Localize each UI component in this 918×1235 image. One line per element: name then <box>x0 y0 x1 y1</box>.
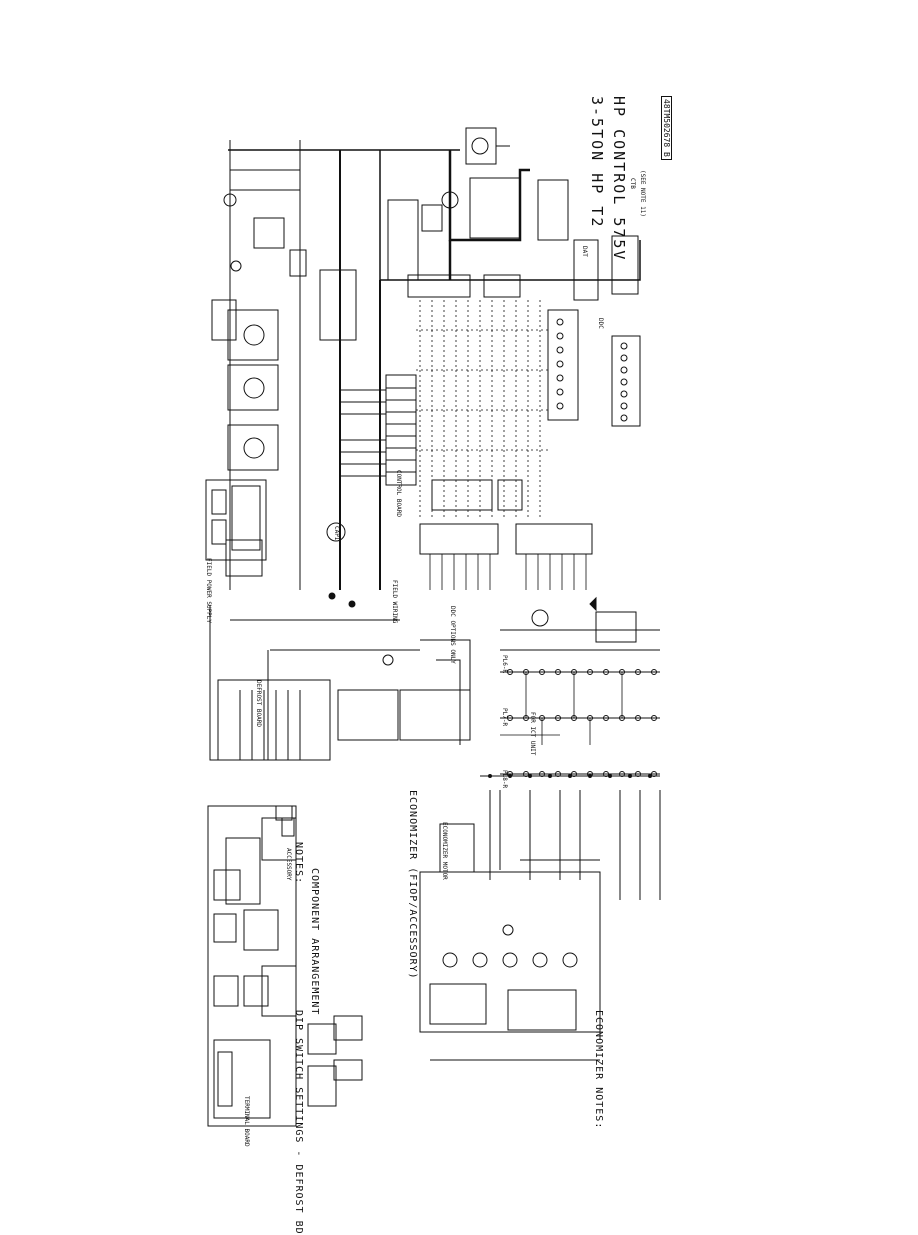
ddc-block <box>611 235 639 295</box>
ddc-sensor <box>531 609 549 627</box>
ctb-block <box>469 177 521 239</box>
motor-block <box>227 309 279 361</box>
motor-symbol <box>243 377 265 399</box>
economizer-pots <box>442 952 578 968</box>
terminal-board-strip <box>217 1051 233 1107</box>
defrost-board-pins <box>239 690 301 760</box>
switch-symbol <box>471 137 489 155</box>
terminal-cell <box>211 519 227 545</box>
component-box <box>243 909 279 951</box>
ctb-block <box>537 179 569 241</box>
component-box <box>213 975 239 1007</box>
defrost-board-drawing <box>225 837 261 905</box>
capi-drawing <box>261 965 297 1017</box>
ddc-terminal-pins <box>556 318 564 410</box>
motor-symbol <box>243 437 265 459</box>
accessory-box <box>261 817 297 861</box>
connector-block <box>431 479 493 511</box>
defrost-wire <box>420 639 471 740</box>
dip-switch-a <box>307 1065 337 1107</box>
dip-switch-d <box>333 1059 363 1081</box>
defrost-wire <box>436 659 461 745</box>
ddc-block-2-pins <box>620 342 628 422</box>
control-board-pins <box>386 387 416 473</box>
pl-drop-lines <box>500 672 623 745</box>
terminal-strip <box>205 479 267 561</box>
component-box <box>243 975 269 1007</box>
component-box <box>213 913 237 943</box>
dip-switch-b <box>307 1023 337 1055</box>
economizer-terminals <box>429 983 487 1025</box>
relay-block <box>319 269 357 341</box>
break-markers <box>328 592 597 612</box>
capi-motor <box>326 522 346 542</box>
terminal-cell <box>225 539 263 577</box>
control-board-wiring <box>340 389 386 477</box>
connector-block <box>483 274 521 298</box>
connector-block <box>407 274 471 298</box>
motor-symbol <box>441 191 459 209</box>
economizer-led <box>502 924 514 936</box>
pressure-switch <box>465 127 497 165</box>
terminal-board-drawing <box>213 1039 271 1119</box>
control-board <box>385 374 417 486</box>
economizer-board <box>419 871 601 1033</box>
motor-block <box>227 424 279 471</box>
terminal-dot <box>230 260 242 272</box>
defrost-board-outline <box>209 605 269 761</box>
edge-connectors <box>488 774 652 778</box>
field-terminal-strip <box>515 523 593 555</box>
heavy-wire <box>448 150 530 242</box>
contactor-box <box>211 299 237 341</box>
ddc-block-2 <box>611 335 641 427</box>
field-terminal-leads <box>429 554 587 590</box>
schematic-linework <box>205 127 661 1127</box>
heavy-wire <box>380 240 641 281</box>
defrost-board <box>217 679 331 761</box>
dashed-field-wiring <box>416 300 548 520</box>
component-box <box>213 869 241 901</box>
accessory-subbox <box>275 805 293 821</box>
relay-block <box>387 199 419 281</box>
ddc-option-box <box>595 611 637 643</box>
pl6-row <box>500 669 660 675</box>
motor-symbol <box>243 324 265 346</box>
contactor-box <box>253 217 285 249</box>
terminal-cell <box>231 485 261 551</box>
terminal-dot <box>223 193 237 207</box>
economizer-motor-box <box>439 823 475 873</box>
contactor-box <box>289 249 307 277</box>
motor-block <box>227 364 279 411</box>
defrost-thermostat <box>382 654 394 666</box>
cap-symbol <box>421 204 443 232</box>
field-terminal-strip <box>419 523 499 555</box>
dat-block <box>573 239 599 301</box>
accessory-subbox <box>281 817 295 837</box>
ddc-terminal-strip <box>547 309 579 421</box>
dip-switch-c <box>333 1015 363 1041</box>
defrost-relay-block <box>337 689 399 741</box>
wiring-diagram-sheet: HP CONTROL 575V 3-5TON HP T2 48TM502678 … <box>205 96 672 1235</box>
connector-block <box>497 479 523 511</box>
terminal-cell <box>211 489 227 515</box>
economizer-relay-block <box>507 989 577 1031</box>
pl7-row <box>500 715 660 721</box>
